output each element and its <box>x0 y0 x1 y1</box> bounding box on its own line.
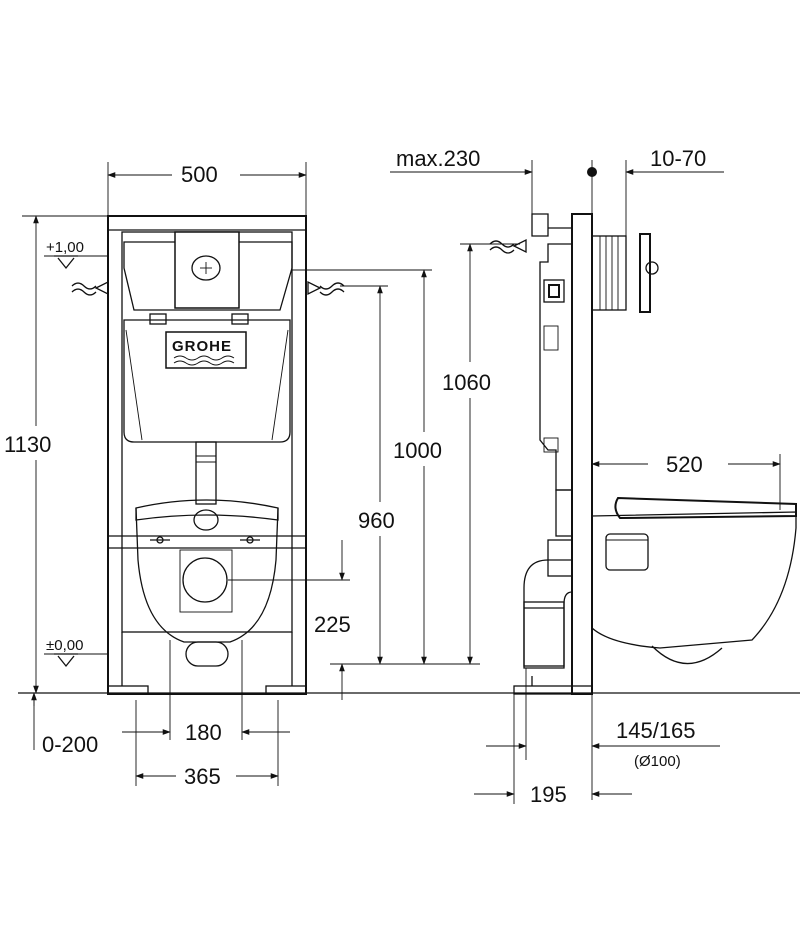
drain-outlet <box>182 557 228 603</box>
flush-plate-side <box>639 233 651 313</box>
cistern-side <box>539 243 572 491</box>
level-top-icon <box>54 255 78 270</box>
left-foot <box>107 685 149 695</box>
dim-total-height: 1130 <box>4 432 51 457</box>
dim-level-zero: ±0,00 <box>46 637 83 654</box>
bowl-outlet <box>185 641 229 667</box>
drain-bend-pipe <box>523 559 573 669</box>
pan-connector <box>193 509 219 531</box>
toilet-seat-side <box>614 496 797 520</box>
dim-bowl-length: 520 <box>666 452 703 477</box>
flush-pipe <box>195 441 217 505</box>
cistern-body <box>123 319 291 443</box>
flush-plate <box>174 231 240 309</box>
right-water-inlet-icon <box>307 280 345 296</box>
front-view: GROHE <box>44 215 345 695</box>
dim-frame-depth: 195 <box>530 782 567 807</box>
level-zero-icon <box>54 653 78 668</box>
side-view <box>489 160 797 695</box>
side-dimensions: max.230 10-70 1060 520 145/165 (Ø100) 19… <box>390 146 781 807</box>
side-water-inlet-icon <box>489 238 527 254</box>
dim-h225: 225 <box>314 612 351 637</box>
dim-h1000: 1000 <box>393 438 442 463</box>
frame-side <box>571 213 593 695</box>
dim-outlet-diameter: (Ø100) <box>634 753 681 770</box>
dim-bolt-spacing: 180 <box>185 720 222 745</box>
actuator-side <box>591 235 627 311</box>
flush-button-icon <box>191 255 221 281</box>
dim-frame-width: 500 <box>181 162 218 187</box>
dim-h1060: 1060 <box>442 370 491 395</box>
dim-leg-spacing: 365 <box>184 764 221 789</box>
left-water-inlet-icon <box>71 280 109 296</box>
dim-h960: 960 <box>358 508 395 533</box>
dim-max-depth: max.230 <box>396 146 480 171</box>
side-foot <box>513 685 593 695</box>
toilet-bowl-side <box>591 511 797 649</box>
cistern-upper <box>123 241 293 311</box>
bowl-foot-side <box>651 645 723 665</box>
right-foot <box>265 685 307 695</box>
dim-outlet-offset: 145/165 <box>616 718 696 743</box>
toilet-bowl-front <box>135 499 279 643</box>
dim-plate-range: 10-70 <box>650 146 706 171</box>
dim-level-top: +1,00 <box>46 239 84 256</box>
front-dimensions: 500 1130 +1,00 ±0,00 1000 960 225 0-200 <box>4 162 480 789</box>
dim-floor-range: 0-200 <box>42 732 98 757</box>
brand-logo-text: GROHE <box>172 338 232 355</box>
frame-outer <box>107 215 307 695</box>
